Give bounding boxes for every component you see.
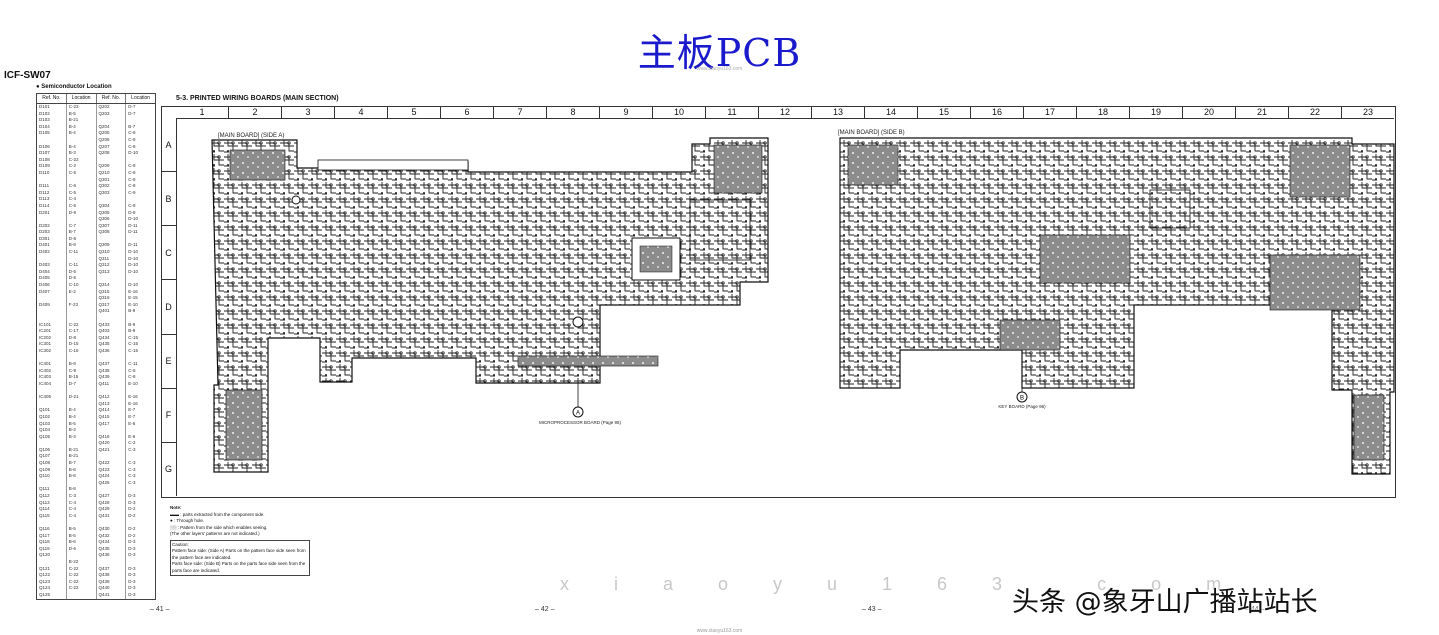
footer-url: www.xiaoyu163.com (696, 628, 743, 634)
table-header: Location (131, 95, 151, 101)
grid-column-14: 14 (865, 106, 918, 118)
grid-row-B: B (161, 172, 176, 227)
note-line: ░░ : Pattern from the side which enables… (170, 524, 268, 530)
caution-line: Pattern face side: (Side A) Parts on the… (172, 548, 306, 560)
caution-line: Parts face side: (Side B) Parts on the p… (172, 561, 306, 573)
table-header: Location (67, 94, 97, 103)
grid-column-1: 1 (176, 106, 229, 118)
grid-column-21: 21 (1236, 106, 1289, 118)
notes-box: Note: ▬▬ : parts extracted from the comp… (170, 505, 310, 576)
section-title: 5-3. PRINTED WIRING BOARDS (MAIN SECTION… (176, 95, 339, 102)
grid-column-9: 9 (600, 106, 653, 118)
grid-row-D: D (161, 280, 176, 335)
brand-watermark: 头条 @象牙山广播站站长 (1012, 587, 1318, 618)
ref-column-2: Q202 Q203 Q204 Q205 Q206 Q207 Q208 Q209 … (97, 104, 127, 599)
grid-column-19: 19 (1130, 106, 1183, 118)
table-header: Ref. No. (97, 94, 127, 103)
grid-frame (161, 106, 1396, 498)
grid-column-4: 4 (335, 106, 388, 118)
watermark-text: x i a o y u 1 6 3 . c o m (560, 574, 1242, 594)
semiconductor-title: ● Semiconductor Location (36, 84, 112, 90)
notes-heading: Note: (170, 505, 182, 510)
grid-column-15: 15 (918, 106, 971, 118)
grid-column-13: 13 (812, 106, 865, 118)
grid-column-23: 23 (1362, 107, 1373, 117)
model-name: ICF-SW07 (4, 70, 51, 81)
caution-heading: Caution: (172, 541, 189, 547)
grid-column-12: 12 (759, 106, 812, 118)
page-number: – 42 – (535, 606, 555, 613)
grid-column-2: 2 (229, 106, 282, 118)
grid-row-G: G (164, 464, 172, 475)
grid-column-16: 16 (971, 106, 1024, 118)
page-number: – 41 – (150, 606, 170, 613)
table-header: Ref. No. (37, 94, 67, 103)
location-column-2: D-7 D-7 B-7 C-8 C-8 C-8 D-10 C-8 C-8 C-8… (128, 104, 139, 597)
page-number: – 44 – (1245, 606, 1265, 613)
board-a-outline (211, 137, 769, 473)
grid-column-5: 5 (388, 106, 441, 118)
board-b-label: [MAIN BOARD] (SIDE B) (838, 130, 905, 136)
note-line: (The other layers' patterns are not indi… (170, 531, 260, 536)
page-number: – 43 – (862, 606, 882, 613)
board-a-label: [MAIN BOARD] (SIDE A) (218, 133, 285, 139)
grid-column-7: 7 (494, 106, 547, 118)
connector-b-marker: B (1020, 396, 1024, 402)
grid-column-11: 11 (706, 106, 759, 118)
grid-column-3: 3 (282, 106, 335, 118)
grid-column-18: 18 (1077, 106, 1130, 118)
ref-column-1: D101 D102 D103 D104 D105 D106 D107 D108 … (37, 104, 67, 599)
grid-column-6: 6 (441, 106, 494, 118)
grid-column-20: 20 (1183, 106, 1236, 118)
page-title: 主板PCB (637, 31, 802, 75)
connector-a-marker: A (576, 411, 580, 417)
board-b-outline (839, 137, 1395, 475)
grid-row-E: E (161, 335, 176, 389)
caution-box: Caution: Pattern face side: (Side A) Par… (170, 539, 310, 576)
grid-column-8: 8 (547, 106, 600, 118)
location-column-1: C-23 B-5 B-21 B-4 B-4 B-4 B-3 C-22 C-2 C… (67, 104, 97, 599)
grid-row-A: A (161, 118, 176, 173)
grid-column-17: 17 (1024, 106, 1077, 118)
grid-row-C: C (161, 226, 176, 281)
connector-a-label: MICROPROCESSOR BOARD (Page 95) (538, 420, 622, 425)
connector-b-label: KEY BOARD (Page 96) (998, 404, 1046, 409)
semiconductor-table: Ref. No. Location Ref. No. Location D101… (36, 93, 156, 600)
note-line: ▬▬ : parts extracted from the component … (170, 511, 265, 517)
grid-column-22: 22 (1289, 106, 1342, 118)
grid-row-F: F (161, 389, 176, 443)
note-line: ● : Through hole. (170, 518, 205, 523)
grid-column-10: 10 (653, 106, 706, 118)
watermark-url: www.xiaoyu163.com (696, 66, 743, 72)
